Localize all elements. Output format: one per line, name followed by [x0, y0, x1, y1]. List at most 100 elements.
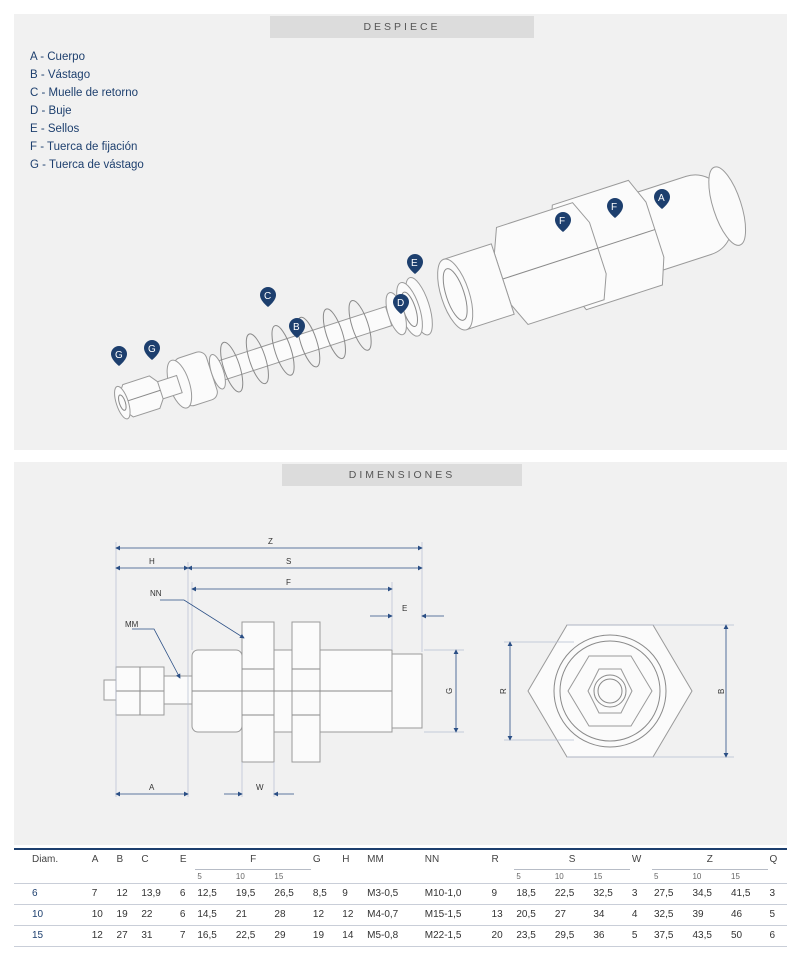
dim-label-e: E: [402, 604, 407, 613]
cell-w: 3: [629, 882, 652, 904]
cell-s-5: 18,5: [514, 882, 553, 904]
dim-label-a: A: [149, 783, 155, 792]
cell-z-5: 37,5: [651, 924, 691, 947]
cell-f-5: 12,5: [195, 882, 234, 904]
stroke-s-5: 5: [516, 871, 521, 881]
cell-w: 4: [629, 903, 652, 925]
cell-h: 12: [340, 903, 366, 925]
table-row: 6 7 12 13,9 6 12,5 19,5 26,5 8,5 9 M3-0,…: [14, 882, 787, 904]
cell-f-15: 28: [272, 903, 311, 925]
dimension-drawing: Z H S F E NN MM G A W B R: [103, 537, 734, 797]
svg-text:F: F: [559, 216, 565, 227]
cell-z-10: 34,5: [690, 882, 729, 904]
cell-c: 13,9: [139, 882, 178, 904]
cell-f-5: 16,5: [195, 924, 234, 947]
svg-text:F: F: [611, 202, 617, 213]
legend-item-d: D - Buje: [30, 105, 72, 117]
dim-label-g: G: [445, 688, 454, 694]
svg-text:C: C: [264, 291, 271, 302]
cell-s-15: 36: [591, 924, 630, 947]
dim-label-nn: NN: [150, 589, 162, 598]
cell-q: 5: [767, 903, 787, 925]
col-header-nn: NN: [422, 848, 490, 869]
col-header-a: A: [89, 848, 115, 869]
dim-label-f: F: [286, 578, 291, 587]
cell-nn: M15-1,5: [422, 903, 490, 925]
cell-w: 5: [629, 924, 652, 947]
cell-a: 12: [89, 924, 115, 947]
svg-text:A: A: [658, 193, 665, 204]
dim-label-r: R: [499, 688, 508, 694]
rod-nut-part: [114, 374, 183, 420]
legend-item-e: E - Sellos: [30, 123, 80, 135]
exploded-view-drawing: A F F E D C B G: [111, 166, 747, 420]
dim-label-mm: MM: [125, 620, 139, 629]
end-view: B R: [499, 624, 734, 758]
col-header-z: Z: [651, 848, 768, 870]
table-row: 10 10 19 22 6 14,5 21 28 12 12 M4-0,7 M1…: [14, 903, 787, 925]
cell-f-10: 22,5: [233, 924, 273, 947]
cell-c: 22: [139, 903, 178, 925]
parts-legend: A - Cuerpo B - Vástago C - Muelle de ret…: [30, 48, 144, 174]
col-header-mm: MM: [365, 848, 423, 869]
cell-b: 27: [114, 924, 140, 947]
cell-f-10: 21: [233, 903, 273, 925]
dimension-lines: Z H S F E NN MM G A W: [115, 537, 464, 797]
svg-text:B: B: [293, 322, 300, 333]
stroke-f-10: 10: [235, 871, 245, 881]
stroke-f-15: 15: [274, 871, 284, 881]
legend-item-c: C - Muelle de retorno: [30, 87, 139, 99]
cell-c: 31: [139, 924, 178, 947]
col-header-h: H: [340, 848, 366, 869]
svg-text:D: D: [397, 298, 404, 309]
dimensiones-title: DIMENSIONES: [282, 464, 522, 486]
cell-h: 9: [340, 882, 366, 904]
dim-label-s: S: [286, 557, 291, 566]
cell-e: 6: [177, 882, 196, 904]
cell-mm: M3-0,5: [365, 882, 423, 904]
pin-f-2: F: [555, 212, 571, 232]
legend-item-a: A - Cuerpo: [30, 51, 85, 63]
cell-nn: M10-1,0: [422, 882, 490, 904]
cell-q: 3: [767, 882, 787, 904]
pin-a: A: [654, 189, 670, 209]
side-view: [103, 621, 423, 763]
seal-part: [385, 277, 433, 337]
cell-z-5: 32,5: [651, 903, 691, 925]
cell-s-10: 29,5: [552, 924, 592, 947]
cell-b: 12: [114, 882, 140, 904]
cell-g: 19: [310, 924, 341, 947]
cell-f-15: 29: [272, 924, 311, 947]
stroke-s-15: 15: [593, 871, 603, 881]
table-subheader-row: 5 10 15 5 10 15 5 10 15: [14, 869, 787, 883]
cell-r: 9: [489, 882, 515, 904]
col-header-f: F: [195, 848, 311, 870]
cell-mm: M4-0,7: [365, 903, 423, 925]
cell-s-10: 22,5: [552, 882, 592, 904]
dim-label-h: H: [149, 557, 155, 566]
col-header-g: G: [310, 848, 341, 869]
col-header-q: Q: [767, 848, 787, 869]
pin-b: B: [289, 318, 305, 338]
dim-label-z: Z: [268, 537, 273, 546]
stroke-f-5: 5: [197, 871, 202, 881]
table-header-row: Diam. A B C E F G H MM NN R S W Z Q: [14, 848, 787, 870]
cell-z-10: 39: [690, 903, 729, 925]
cell-a: 7: [89, 882, 115, 904]
cell-s-15: 34: [591, 903, 630, 925]
cell-h: 14: [340, 924, 366, 947]
cell-s-10: 27: [552, 903, 592, 925]
col-header-r: R: [489, 848, 515, 869]
dimensiones-panel: DIMENSIONES: [14, 462, 787, 845]
cell-f-10: 19,5: [233, 882, 273, 904]
cell-z-15: 41,5: [729, 882, 768, 904]
svg-text:G: G: [148, 344, 156, 355]
stroke-z-15: 15: [731, 871, 740, 881]
col-header-diam: Diam.: [14, 848, 90, 869]
col-header-b: B: [114, 848, 140, 869]
cell-g: 8,5: [310, 882, 341, 904]
cell-g: 12: [310, 903, 341, 925]
cell-r: 20: [489, 924, 515, 947]
cell-f-5: 14,5: [195, 903, 234, 925]
dim-label-w: W: [256, 783, 264, 792]
